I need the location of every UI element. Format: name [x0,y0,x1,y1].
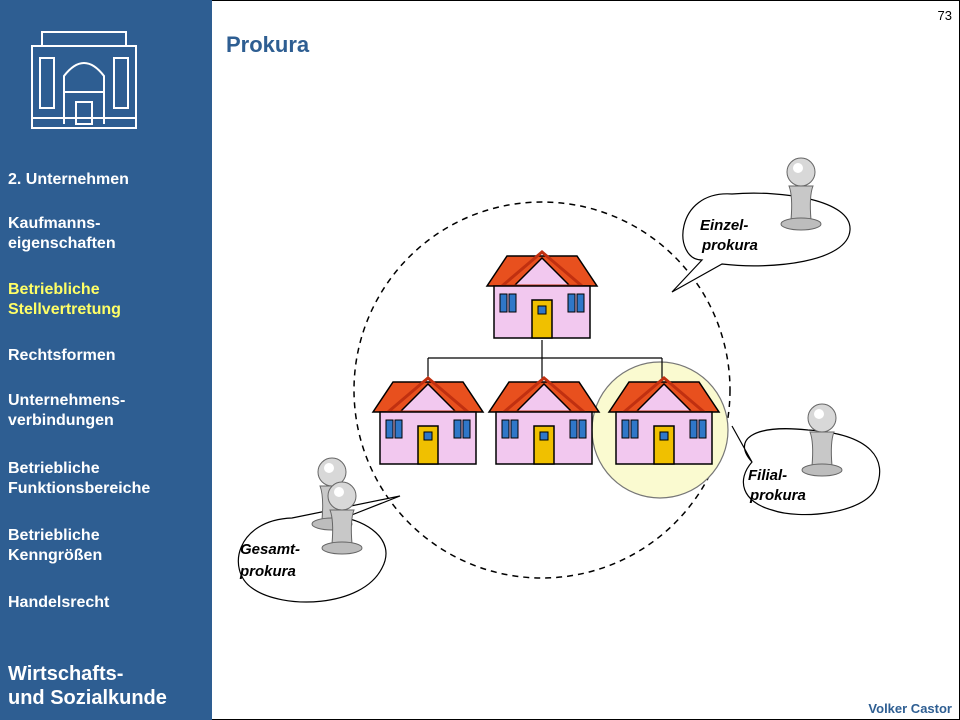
pawn-einzel-icon [780,157,822,231]
page-number: 73 [937,8,952,23]
nav-rechtsformen[interactable]: Rechtsformen [8,347,116,364]
author-name: Volker Castor [868,701,952,716]
page-title: Prokura [226,32,310,57]
head-office-house [485,250,599,340]
company-circle [353,201,731,579]
sidebar: 2. Unternehmen Kaufmanns- eigenschaften … [0,0,212,720]
filialprokura-line2: prokura [749,487,806,504]
gesamtprokura-line2: prokura [239,563,296,580]
nav-betriebliche-funktionsbereiche[interactable]: Betriebliche Funktionsbereiche [8,460,151,497]
nav-unternehmen[interactable]: 2. Unternehmen [8,171,129,188]
branch-house-right [607,376,721,466]
nav-unternehmensverbindungen[interactable]: Unternehmens- verbindungen [8,392,126,429]
einzelprokura-bubble [671,192,851,293]
nav-betriebliche-kenngroessen[interactable]: Betriebliche Kenngrößen [8,527,103,564]
filialprokura-line1: Filial- [748,467,787,484]
nav-betriebliche-stellvertretung[interactable]: Betriebliche Stellvertretung [8,281,121,318]
course-title: Wirtschafts- und Sozialkunde [8,663,167,709]
nav-handelsrecht[interactable]: Handelsrecht [8,594,110,611]
prokura-diagram: Einzel- prokura Filial- prokura Gesamt- … [237,157,881,603]
nav-kaufmannseigenschaften[interactable]: Kaufmanns- eigenschaften [8,215,116,252]
einzelprokura-line1: Einzel- [700,217,748,234]
gesamtprokura-line1: Gesamt- [240,541,300,558]
org-lines [427,340,663,380]
branch-house-left [371,376,485,466]
branch-house-middle [487,376,601,466]
einzelprokura-line2: prokura [701,237,758,254]
building-logo-icon [31,31,137,129]
gesamtprokura-bubble [237,495,401,603]
